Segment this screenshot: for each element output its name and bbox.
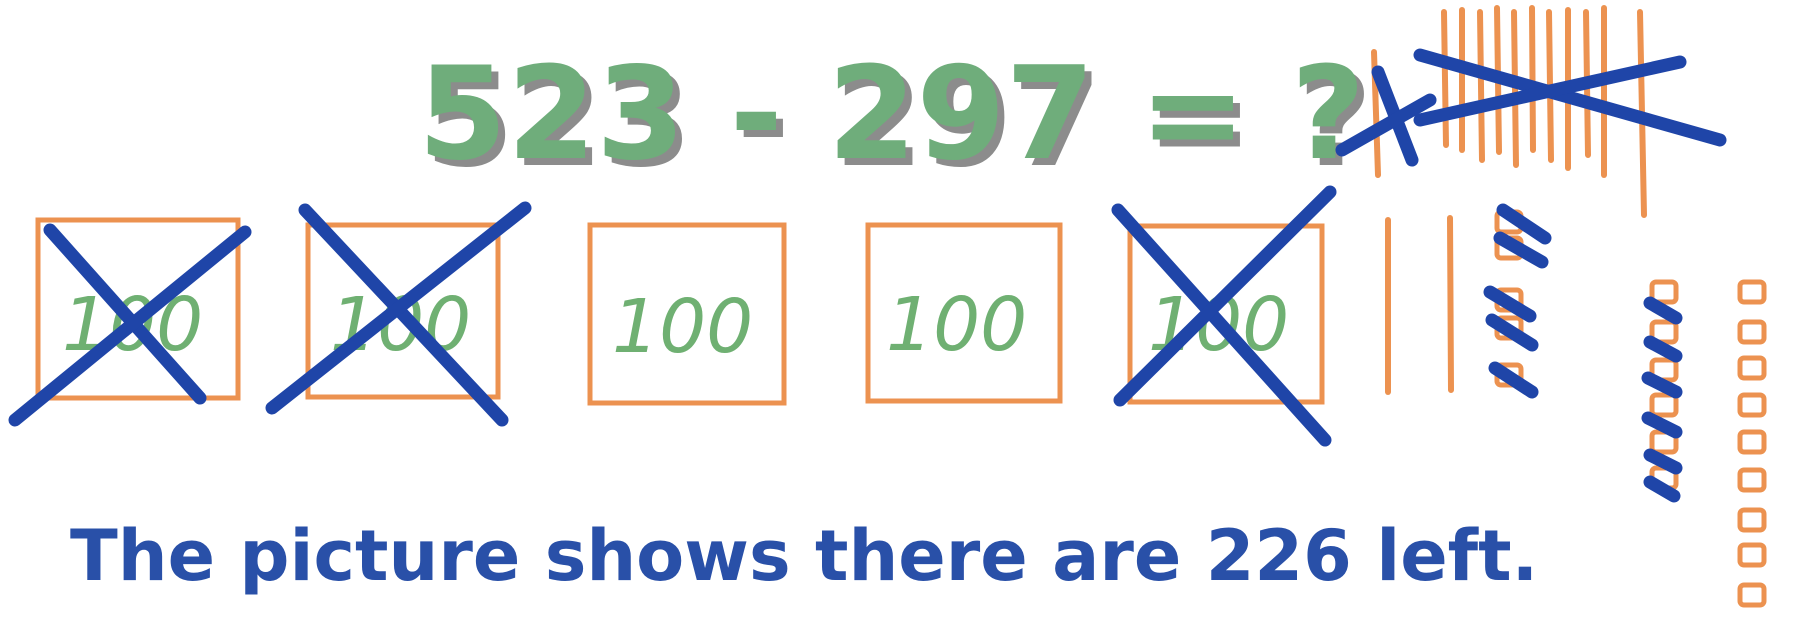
cross-stroke: [1495, 368, 1532, 392]
hundred-flat-label: 100: [886, 282, 1027, 368]
hundred-flat-3: 100: [590, 225, 784, 403]
ten-rod: [1444, 12, 1446, 145]
ten-rods-remaining: [1388, 218, 1451, 392]
ones-cube: [1740, 282, 1764, 302]
ones-cube: [1740, 358, 1764, 378]
ones-cube: [1740, 395, 1764, 415]
hundred-flat-label: 100: [330, 282, 471, 368]
cross-stroke: [1650, 303, 1676, 318]
ones-cube: [1740, 322, 1764, 342]
ones-cube: [1740, 545, 1764, 565]
ten-rod: [1532, 8, 1533, 150]
cross-stroke: [1650, 482, 1674, 496]
answer-caption: The picture shows there are 226 left.: [70, 515, 1538, 597]
equation-title: 523 - 297 = ?: [418, 40, 1365, 189]
ten-rod: [1480, 12, 1482, 160]
ten-rod: [1450, 218, 1451, 390]
ones-cube: [1740, 470, 1764, 490]
hundred-flat-4: 100: [868, 225, 1060, 401]
cross-stroke: [1648, 418, 1676, 432]
ones-cube: [1740, 510, 1764, 530]
ones-cube: [1740, 585, 1764, 605]
ones-cube: [1740, 432, 1764, 452]
equation-group: 523 - 297 = ? 523 - 297 = ?: [418, 40, 1372, 196]
cross-stroke: [15, 232, 245, 420]
ones-cube: [1652, 395, 1676, 415]
hundred-flat-label: 100: [612, 284, 753, 370]
